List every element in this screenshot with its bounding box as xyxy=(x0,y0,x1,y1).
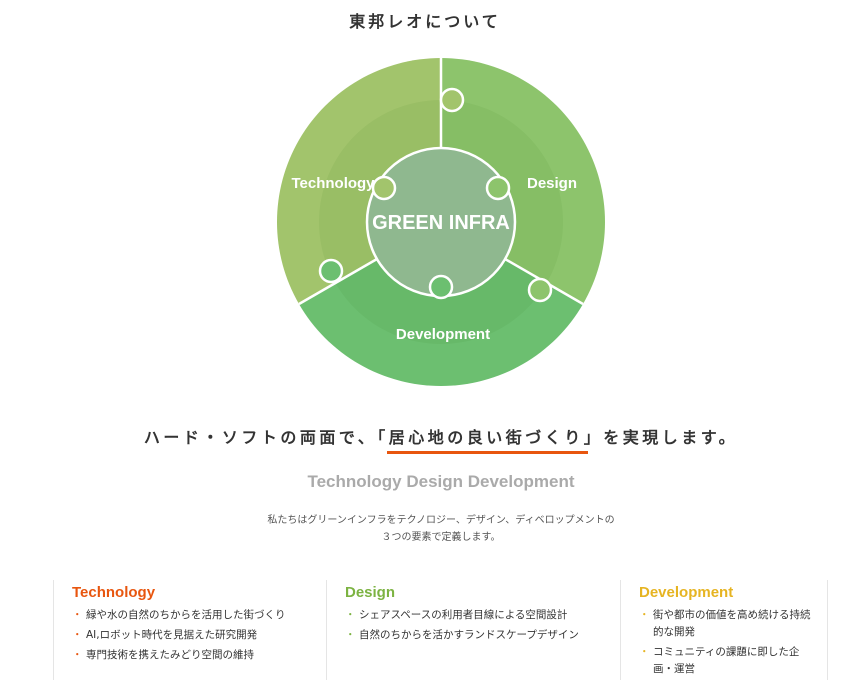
green-infra-diagram: GREEN INFRA Technology Design Developmen… xyxy=(276,58,605,386)
puzzle-knob xyxy=(485,175,511,201)
subheading: Technology Design Development xyxy=(307,472,575,491)
puzzle-knob xyxy=(428,274,454,300)
page-title: 東邦レオについて xyxy=(349,12,501,31)
label-development: Development xyxy=(396,326,490,343)
column-design: Design ・シェアスペースの利用者目線による空間設計 ・自然のちからを活かす… xyxy=(326,580,620,680)
list-item: ・専門技術を携えたみどり空間の維持 xyxy=(72,649,254,661)
center-label: GREEN INFRA xyxy=(372,212,510,234)
list-item: ・自然のちからを活かすランドスケープデザイン xyxy=(345,629,579,641)
list-item: ・街や都市の価値を高め続ける持続的な開発 xyxy=(639,609,811,638)
tagline: ハード・ソフトの両面で、「居心地の良い街づくり」を実現します。 xyxy=(0,424,850,454)
list-item: ・緑や水の自然のちからを活用した街づくり xyxy=(72,609,286,621)
tagline-highlight: 居心地の良い街づくり xyxy=(386,424,588,454)
column-development: Development ・街や都市の価値を高め続ける持続的な開発 ・コミュニティ… xyxy=(620,580,828,680)
description-line: ３つの要素で定義します。 xyxy=(381,532,501,543)
tagline-after: 」を実現します。 xyxy=(583,428,739,447)
description-line: 私たちはグリーンインフラをテクノロジー、デザイン、ディベロップメントの xyxy=(267,515,615,526)
list-item: ・コミュニティの課題に即した企画・運営 xyxy=(639,646,800,675)
column-title: Development xyxy=(639,584,734,601)
column-title: Design xyxy=(345,584,396,601)
list-item: ・AI,ロボット時代を見据えた研究開発 xyxy=(72,629,258,641)
tagline-before: ハード・ソフトの両面で、「 xyxy=(143,428,389,447)
puzzle-knob xyxy=(527,277,553,303)
list-item: ・シェアスペースの利用者目線による空間設計 xyxy=(345,609,568,621)
description: 私たちはグリーンインフラをテクノロジー、デザイン、ディベロップメントの ３つの要… xyxy=(0,512,850,546)
puzzle-knob xyxy=(371,175,397,201)
column-technology: Technology ・緑や水の自然のちからを活用した街づくり ・AI,ロボット… xyxy=(53,580,326,680)
label-design: Design xyxy=(527,175,577,192)
puzzle-knob xyxy=(439,87,465,113)
puzzle-knob xyxy=(318,258,344,284)
label-technology: Technology xyxy=(291,175,375,192)
column-title: Technology xyxy=(72,584,156,601)
